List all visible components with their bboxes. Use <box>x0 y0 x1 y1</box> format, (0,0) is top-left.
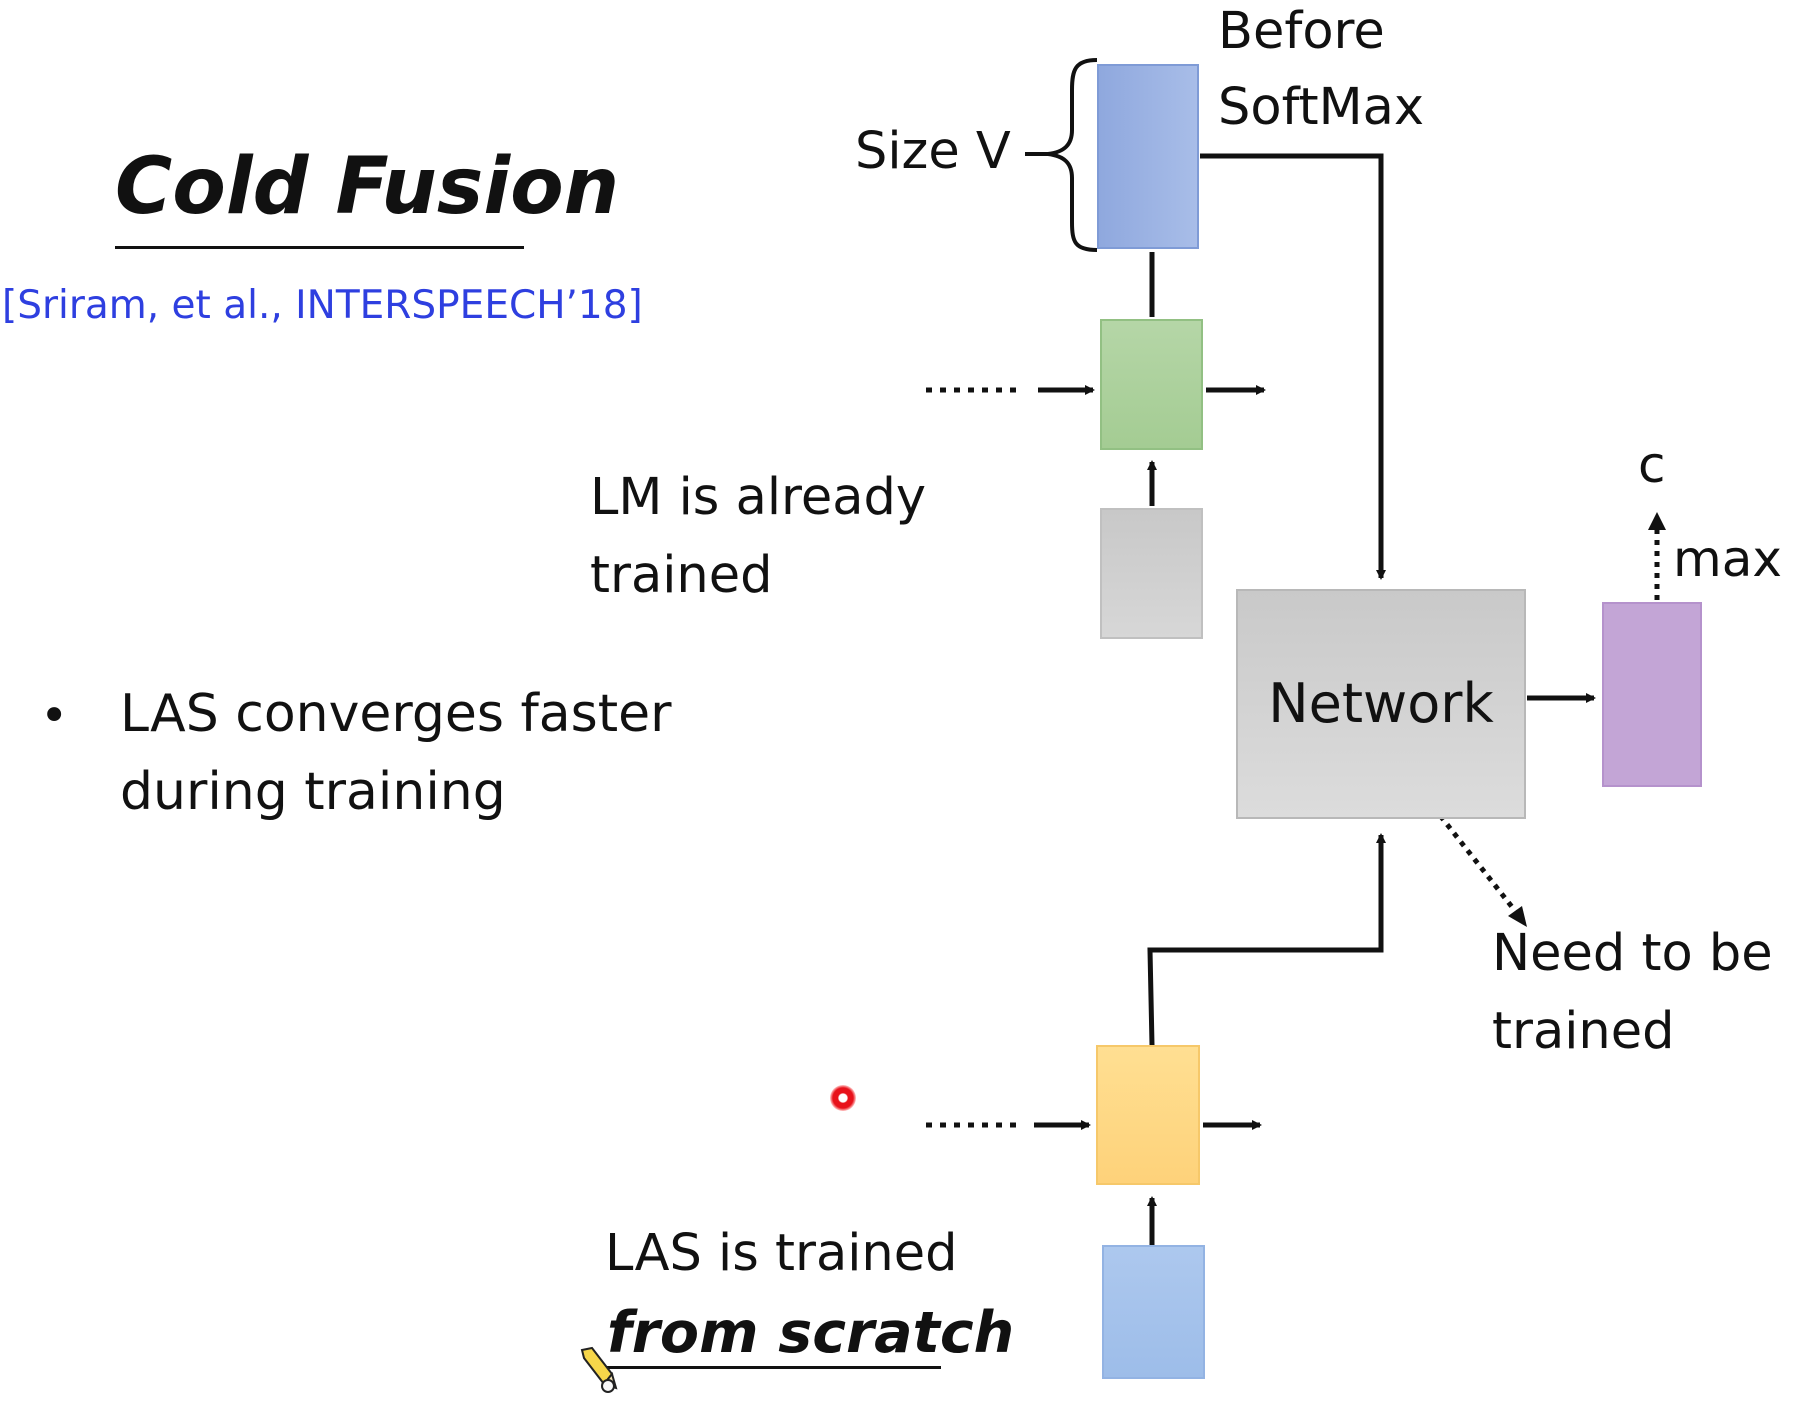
need-train-line-2: trained <box>1492 1002 1675 1061</box>
before-softmax-line-2: SoftMax <box>1218 78 1425 137</box>
need-train-arrowhead <box>1508 906 1527 927</box>
las-note-underline <box>594 1366 941 1369</box>
slide-title: Cold Fusion <box>115 142 620 232</box>
pen-cursor-icon <box>580 1346 618 1393</box>
las-input-block <box>1102 1245 1205 1379</box>
need-train-line-1: Need to be <box>1492 924 1773 983</box>
laser-pointer-dot-icon <box>830 1085 856 1111</box>
lm-note-line-1: LM is already <box>590 468 927 527</box>
las-note-line-1: LAS is trained <box>605 1224 958 1283</box>
max-arrowhead <box>1648 512 1666 530</box>
before-softmax-line-1: Before <box>1218 2 1385 61</box>
bullet-text-line-1: LAS converges faster <box>120 684 672 744</box>
output-token-label: c <box>1638 436 1666 494</box>
title-underline <box>115 246 524 249</box>
citation: [Sriram, et al., INTERSPEECH’18] <box>2 283 643 328</box>
lm-input-block <box>1100 508 1203 639</box>
bullet-text-line-2: during training <box>120 762 506 822</box>
softmax-to-network-arrow <box>1200 153 1386 580</box>
size-v-label: Size V <box>855 122 1011 181</box>
max-label: max <box>1673 530 1782 588</box>
lm-note-line-2: trained <box>590 546 773 605</box>
lm-rnn-block <box>1100 319 1203 450</box>
lm-output-vector <box>1097 64 1199 249</box>
size-brace <box>1047 58 1098 252</box>
output-distribution-block <box>1602 602 1702 787</box>
las-note-line-2: from scratch <box>607 1300 1015 1366</box>
bullet-marker: • <box>40 688 69 744</box>
las-to-network-arrow <box>1147 833 1386 1046</box>
network-label: Network <box>1268 672 1494 735</box>
network-box: Network <box>1236 589 1526 819</box>
las-rnn-block <box>1096 1045 1200 1185</box>
